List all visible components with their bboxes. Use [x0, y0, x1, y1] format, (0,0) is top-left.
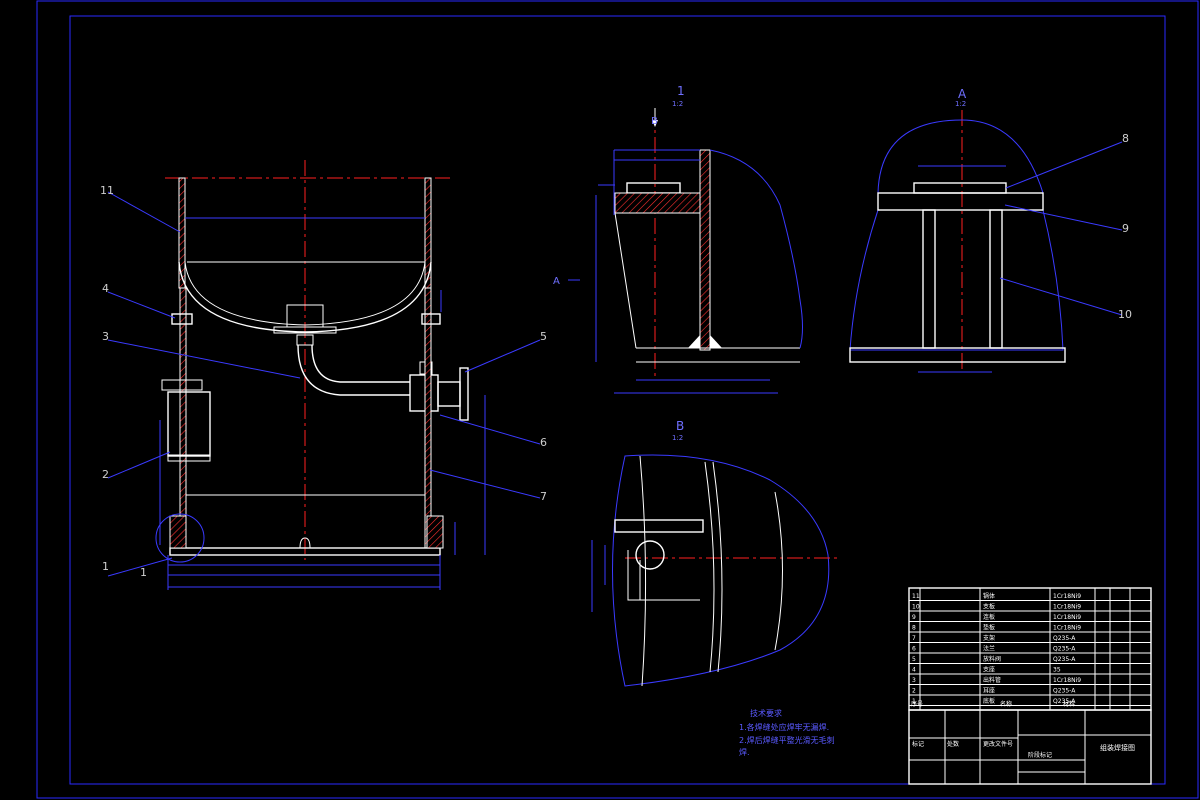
drawing-name: 组装焊接图: [1100, 743, 1135, 752]
bom-header-material: 材料: [1063, 700, 1075, 708]
bom-cell-material: Q235-A: [1053, 635, 1076, 642]
bom-cell-no: 2: [912, 688, 916, 695]
bottom-plate: [169, 547, 441, 556]
section-a-label: A: [958, 87, 967, 101]
bom-cell-name: 出料管: [983, 676, 1001, 684]
sign-count: 处数: [947, 740, 959, 748]
bom-cell-material: 1Cr18Ni9: [1053, 625, 1081, 632]
section-a-outline: [849, 119, 1064, 351]
bom-cell-name: 底板: [983, 697, 995, 705]
view-a-arrow-label: A: [553, 276, 560, 287]
detail-1-view: [568, 108, 803, 394]
detail-marker-1: 1: [140, 566, 147, 579]
bom-cell-name: 法兰: [983, 645, 995, 653]
section-a-view: [849, 110, 1123, 373]
dish-bottom: [178, 261, 432, 333]
sign-mark: 标记: [912, 740, 924, 748]
bom-cell-no: 11: [912, 593, 920, 600]
bom-cell-name: 支架: [983, 634, 995, 642]
bom-cell-no: 9: [912, 614, 916, 621]
bom-cell-name: 连板: [983, 613, 995, 621]
view-b-view: [591, 454, 838, 687]
part-label-7: 7: [540, 490, 547, 503]
part-label-11: 11: [100, 184, 114, 197]
view-b-arrow-label: B: [651, 116, 658, 127]
detail-1-label: 1: [677, 84, 685, 98]
bom-cell-material: 1Cr18Ni9: [1053, 593, 1081, 600]
bom-cell-name: 支座: [983, 666, 995, 674]
right-leg: [424, 287, 432, 549]
main-assembly-view: [107, 160, 541, 590]
tech-req-title: 技术要求: [750, 708, 782, 718]
right-support-pad: [421, 313, 441, 325]
bom-table: 11 锅体 1Cr18Ni9 10 支板 1Cr18Ni9 9 连板 1Cr18Ni9 8 垫板 1C…: [909, 592, 1151, 706]
bom-cell-no: 10: [912, 604, 920, 611]
part-label-9: 9: [1122, 222, 1129, 235]
bom-cell-material: 35: [1053, 667, 1061, 674]
tech-req-item-2: 2.焊后焊缝平整光滑无毛刺: [739, 735, 835, 745]
tech-req-item-3: 焊.: [739, 747, 750, 757]
bom-header-no: 序号: [911, 700, 923, 708]
bom-cell-material: 1Cr18Ni9: [1053, 604, 1081, 611]
bom-cell-name: 支板: [983, 603, 995, 611]
bom-cell-name: 放料阀: [983, 655, 1001, 663]
detail-1-scale: 1:2: [672, 100, 683, 108]
bom-cell-material: Q235-A: [1053, 698, 1076, 705]
bom-cell-material: 1Cr18Ni9: [1053, 677, 1081, 684]
bom-cell-no: 7: [912, 635, 916, 642]
sign-file: 更改文件号: [983, 740, 1013, 748]
bom-cell-name: 耳座: [983, 687, 995, 695]
stage-mark: 阶段标记: [1028, 751, 1052, 759]
bom-cell-no: 3: [912, 677, 916, 684]
part-label-1: 1: [102, 560, 109, 573]
bom-cell-name: 垫板: [983, 624, 995, 632]
part-label-2: 2: [102, 468, 109, 481]
lug-block: [167, 391, 211, 457]
bom-cell-no: 5: [912, 656, 916, 663]
title-block: [908, 587, 1152, 785]
discharge-pipe: [297, 344, 410, 396]
part-label-3: 3: [102, 330, 109, 343]
bom-cell-no: 8: [912, 625, 916, 632]
section-a-scale: 1:2: [955, 100, 966, 108]
view-b-label: B: [676, 419, 684, 433]
view-b-scale: 1:2: [672, 434, 683, 442]
outer-frame: [36, 0, 1199, 799]
part-label-8: 8: [1122, 132, 1129, 145]
tech-req-item-1: 1.各焊缝处应焊牢无漏焊.: [739, 722, 829, 732]
bom-cell-no: 6: [912, 646, 916, 653]
bom-cell-material: Q235-A: [1053, 688, 1076, 695]
bom-cell-material: Q235-A: [1053, 646, 1076, 653]
left-support-pad: [171, 313, 193, 325]
part-label-4: 4: [102, 282, 109, 295]
bom-cell-name: 锅体: [983, 592, 995, 600]
bom-cell-material: 1Cr18Ni9: [1053, 614, 1081, 621]
part-label-10: 10: [1118, 308, 1132, 321]
left-leg: [179, 287, 187, 549]
part-label-5: 5: [540, 330, 547, 343]
part-label-6: 6: [540, 436, 547, 449]
bom-header-name: 名称: [1000, 700, 1012, 708]
bom-cell-no: 4: [912, 667, 916, 674]
bom-cell-no: 1: [912, 698, 916, 705]
discharge-valve: [409, 374, 439, 412]
view-b-outline: [612, 454, 830, 687]
detail-1-circle: [155, 513, 205, 563]
bom-cell-material: Q235-A: [1053, 656, 1076, 663]
inner-frame: [69, 15, 1166, 785]
